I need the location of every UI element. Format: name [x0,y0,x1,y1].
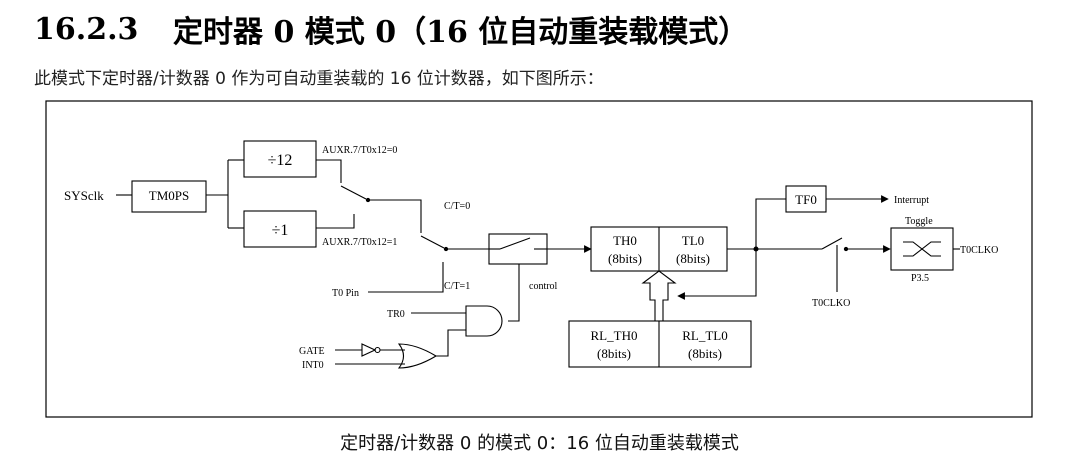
wire-feedback [677,249,757,300]
intro-text: 此模式下定时器/计数器 0 作为可自动重装载的 16 位计数器，如下图所示： [34,69,604,89]
rl-tl0-bits: (8bits) [688,346,722,361]
auxr-t0x12-1-label: AUXR.7/T0x12=1 [322,237,397,248]
p35-label: P3.5 [911,273,929,284]
ct-1-label: C/T=1 [444,281,470,292]
interrupt-label: Interrupt [894,195,929,206]
figure-caption: 定时器/计数器 0 的模式 0：16 位自动重装载模式 [340,433,739,454]
th0-name: TH0 [613,233,637,248]
int0-label: INT0 [302,360,324,371]
wire-prescale-out [369,199,422,233]
tf0-label: TF0 [795,192,817,207]
diagram-frame [45,100,1033,418]
div12-box [243,140,317,178]
tm0ps-box [131,180,207,213]
tm0ps-label: TM0PS [149,188,189,203]
div1-box [243,210,317,248]
or-gate [397,343,438,369]
t0clko-switch-blade [821,237,843,250]
control-label: control [529,281,558,292]
rl-th0-bits: (8bits) [597,346,631,361]
rl-tl0-name: RL_TL0 [682,328,728,343]
auxr-t0x12-0-label: AUXR.7/T0x12=0 [322,145,397,156]
wire-tf0 [755,198,786,249]
t0clko-output-label: T0CLKO [960,245,998,256]
ct-switch-blade [420,235,445,249]
toggle-label: Toggle [905,216,933,227]
tr0-label: TR0 [387,309,405,320]
wire-div12-out [316,159,342,183]
reload-register [568,320,752,368]
reload-arrow [641,270,677,321]
t0-pin-label: T0 Pin [332,288,359,299]
rl-th0-name: RL_TH0 [591,328,638,343]
section-title: 定时器 0 模式 0（16 位自动重装载模式） [173,15,749,50]
div1-label: ÷1 [272,222,289,239]
wire-or-to-and [436,329,466,357]
th0-bits: (8bits) [608,251,642,266]
section-heading: 16.2.3 定时器 0 模式 0（16 位自动重装载模式） [34,4,748,54]
section-number: 16.2.3 [34,11,139,47]
gate-buffer [361,343,377,357]
gate-label: GATE [299,346,325,357]
tl0-name: TL0 [682,233,704,248]
wire-control [508,264,520,322]
div12-label: ÷12 [268,152,293,169]
prescale-switch-blade [340,185,367,200]
ct-0-label: C/T=0 [444,201,470,212]
tl0-bits: (8bits) [676,251,710,266]
and-gate [465,305,503,337]
wire-t0pin [368,262,444,293]
t0clko-switch-label: T0CLKO [812,298,850,309]
sysclk-label: SYSclk [64,188,104,203]
wire-div1-out [316,214,355,229]
